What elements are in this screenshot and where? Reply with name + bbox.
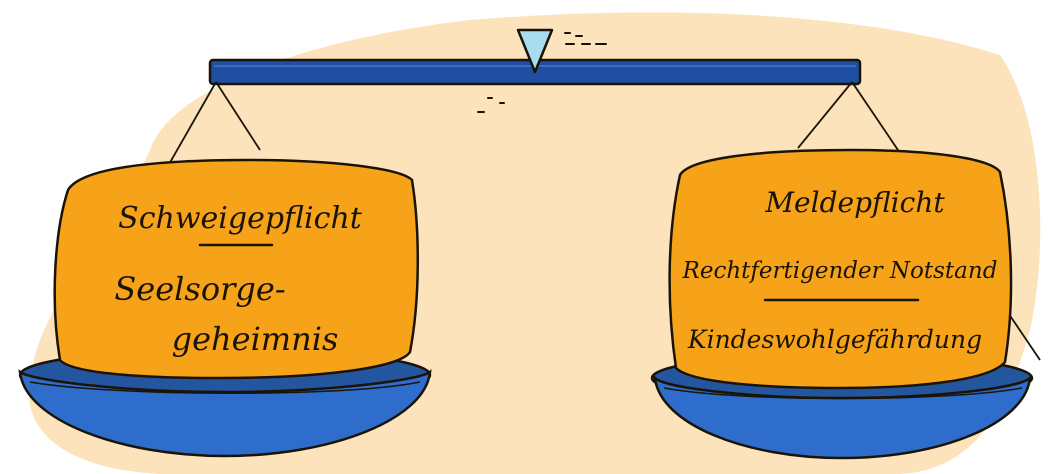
right-line3: Kindeswohlgefährdung — [687, 325, 982, 354]
right-title: Meldepflicht — [764, 186, 945, 219]
left-subtitle-line1: Seelsorge- — [114, 270, 285, 308]
right-line2: Rechtfertigender Notstand — [682, 258, 998, 284]
left-title: Schweigepflicht — [118, 201, 363, 236]
left-subtitle-line2: geheimnis — [172, 320, 339, 358]
